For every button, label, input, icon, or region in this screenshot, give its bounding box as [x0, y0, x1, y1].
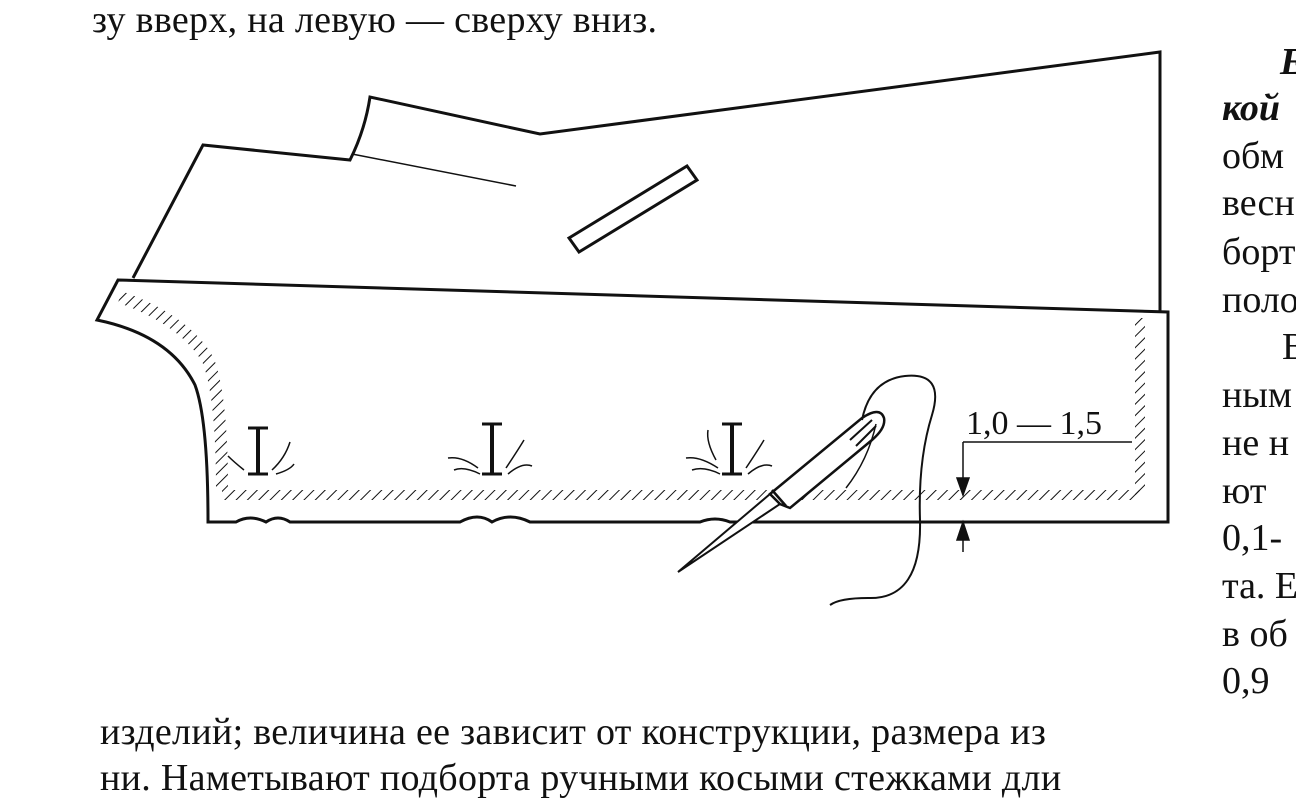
- right-col-line-11: в об: [1222, 613, 1288, 655]
- right-col-line-5: поло: [1222, 279, 1296, 321]
- dimension-callout: [955, 441, 1132, 552]
- right-col-line-2: обм: [1222, 135, 1285, 177]
- right-col-line-7: не н: [1222, 422, 1290, 464]
- right-col-line-4: борт: [1222, 231, 1296, 273]
- right-col-line-1: кой: [1222, 87, 1280, 129]
- thread: [829, 374, 937, 606]
- dart-line: [351, 153, 517, 187]
- right-col-line-8: ют: [1222, 470, 1267, 512]
- right-col-para-start: В: [1282, 326, 1296, 368]
- right-col-cap: Е: [1280, 42, 1296, 82]
- text-line-bottom-2: ни. Наметывают подборта ручными косыми с…: [100, 757, 1062, 799]
- dimension-label: 1,0 — 1,5: [966, 405, 1102, 442]
- right-col-line-12: 0,9: [1222, 660, 1270, 702]
- right-col-line-6: ным: [1222, 374, 1292, 416]
- right-col-line-9: 0,1-: [1222, 517, 1283, 559]
- right-col-line-3: весн: [1222, 182, 1295, 224]
- text-line-bottom-1: изделий; величина ее зависит от конструк…: [100, 711, 1047, 753]
- shelf-outline: [131, 50, 1162, 312]
- tack-mark-1: [227, 426, 295, 476]
- facing-outline: [94, 278, 1170, 524]
- tack-mark-3: [685, 422, 773, 476]
- thread-loop: [845, 423, 877, 489]
- pocket-welt: [566, 163, 700, 255]
- right-col-line-10: та. Е: [1222, 565, 1296, 607]
- hatched-edge-left: [117, 291, 228, 491]
- tack-mark-2: [447, 422, 533, 476]
- text-line-top: зу вверх, на левую — сверху вниз.: [92, 0, 658, 41]
